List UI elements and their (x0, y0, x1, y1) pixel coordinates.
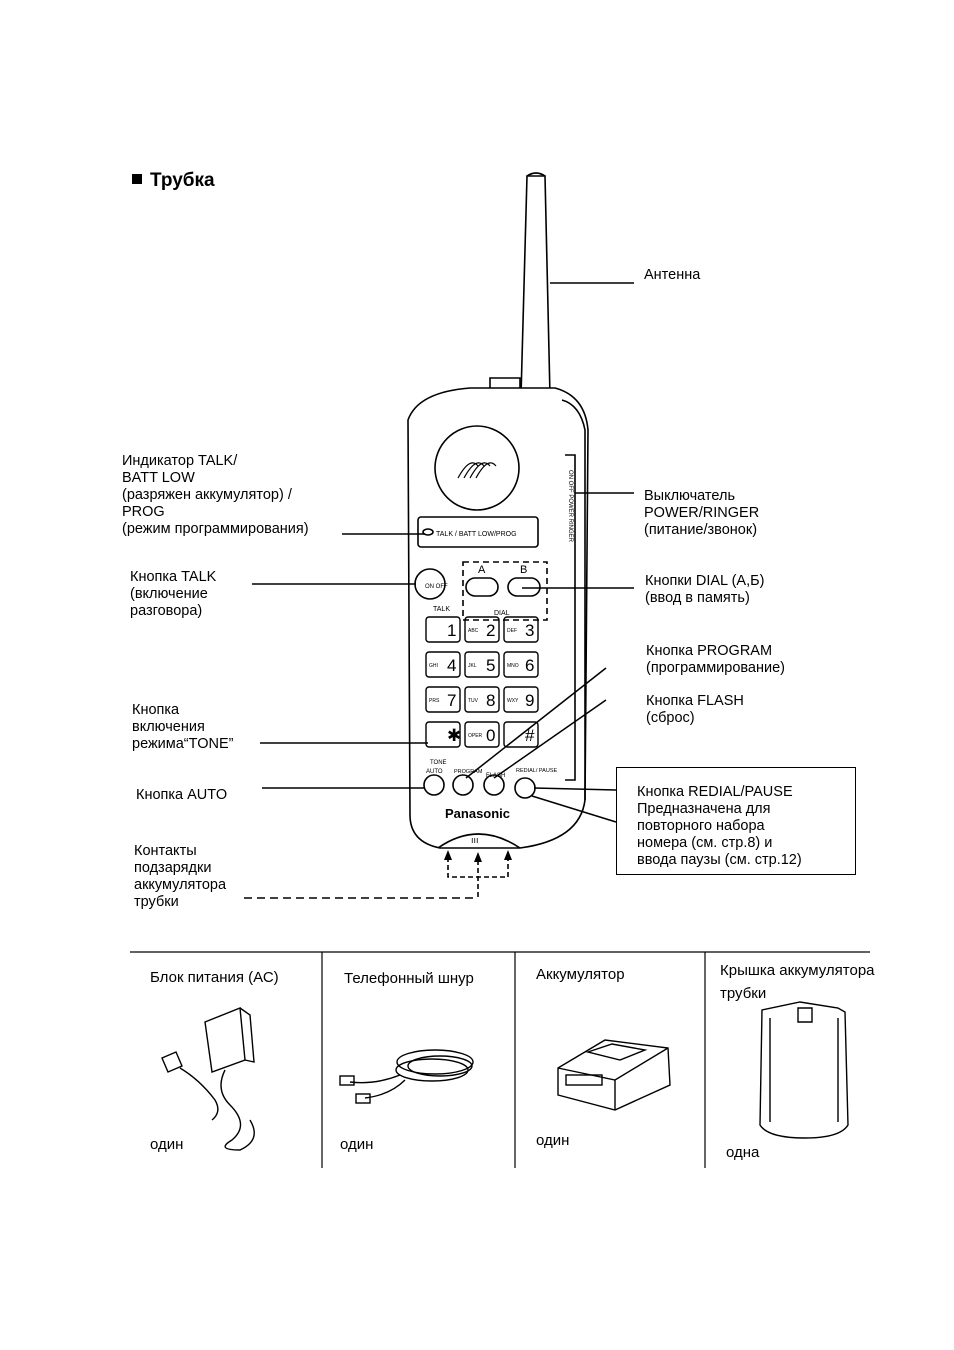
program-button-label: Кнопка PROGRAM (программирование) (646, 643, 785, 676)
flash-caption: FLASH (486, 773, 505, 779)
accessory-qty-cord: один (340, 1136, 374, 1153)
keypad-letters: DEF (507, 628, 517, 634)
redial-box: Кнопка REDIAL/PAUSE Предназначена для по… (616, 767, 856, 875)
keypad-digit: 8 (486, 691, 495, 710)
keypad-digit: 6 (525, 656, 534, 675)
keypad-digit: 7 (447, 691, 456, 710)
accessory-qty-battery: один (536, 1132, 570, 1149)
keypad-digit: 3 (525, 621, 534, 640)
keypad-digit: 9 (525, 691, 534, 710)
keypad-letters: TUV (468, 698, 479, 704)
talk-key-text: ON OFF (425, 584, 448, 590)
earpiece-icon (434, 425, 520, 511)
accessory-name-cord: Телефонный шнур (344, 970, 474, 987)
dial-keys-box (462, 561, 548, 621)
keypad-digit: # (525, 726, 535, 745)
keypad-letters: JKL (468, 663, 477, 669)
keypad-key-1: 1 (425, 616, 461, 643)
indicator-label: Индикатор TALK/ BATT LOW (разряжен аккум… (122, 453, 309, 537)
section-title: Трубка (132, 170, 215, 192)
brand-logo: Panasonic (445, 806, 510, 821)
keypad-key-5: 5 JKL (464, 651, 500, 678)
keypad-digit: 4 (447, 656, 456, 675)
keypad-digit: 5 (486, 656, 495, 675)
dial-buttons-label: Кнопки DIAL (А,Б) (ввод в память) (645, 573, 765, 606)
accessory-qty-cover: одна (726, 1144, 760, 1161)
keypad-key-8: 8 TUV (464, 686, 500, 713)
keypad-digit: 1 (447, 621, 456, 640)
keypad-key-7: 7 PRS (425, 686, 461, 713)
flash-button-label: Кнопка FLASH (сброс) (646, 693, 744, 726)
accessory-qty-ac: один (150, 1136, 184, 1153)
keypad-digit: 0 (486, 726, 495, 745)
dial-b-label: B (520, 564, 527, 576)
keypad-letters: MNO (507, 663, 519, 669)
auto-button-label: Кнопка AUTO (136, 787, 228, 803)
dial-a-label: A (478, 564, 486, 576)
keypad-letters: WXY (507, 698, 519, 704)
keypad-letters: PRS (429, 698, 440, 704)
antenna-label: Антенна (644, 267, 701, 283)
accessory-name-cover: Крышка аккумулятора трубки (720, 962, 875, 1002)
svg-text:ııı: ııı (471, 835, 479, 845)
tone-button-label: Кнопка включения режима“TONE” (132, 702, 234, 752)
indicator-text: TALK / BATT LOW/PROG (436, 531, 517, 538)
accessory-name-ac: Блок питания (АС) (150, 969, 279, 986)
keypad-key-4: 4 GHI (425, 651, 461, 678)
accessory-name-battery: Аккумулятор (536, 966, 625, 983)
keypad-key-6: 6 MNO (503, 651, 539, 678)
ac-adapter-icon (161, 1007, 255, 1151)
keypad-letters: OPER (468, 733, 483, 739)
redial-box-text: Кнопка REDIAL/PAUSE Предназначена для по… (637, 784, 802, 868)
keypad-letters: GHI (429, 663, 438, 669)
keypad-digit: ✱ (447, 726, 461, 745)
program-caption: PROGRAM (454, 769, 483, 775)
bullet-square-icon (132, 174, 142, 184)
battery-cover-icon (759, 1001, 849, 1139)
talk-caption: TALK (433, 606, 450, 613)
keypad-letters: ABC (468, 628, 479, 634)
keypad-key-10: ✱ (425, 721, 461, 748)
keypad-key-3: 3 DEF (503, 616, 539, 643)
keypad-key-12: # (503, 721, 539, 748)
phone-cord-icon (339, 1049, 474, 1104)
tone-caption: TONE (430, 760, 447, 766)
keypad-digit: 2 (486, 621, 495, 640)
side-text: ON OFF POWER RINGER (567, 470, 573, 543)
keypad-key-9: 9 WXY (503, 686, 539, 713)
power-switch-label: Выключатель POWER/RINGER (питание/звонок… (644, 488, 760, 538)
talk-button-label: Кнопка TALK (включение разговора) (130, 569, 217, 619)
redial-caption: REDIAL/ PAUSE (516, 768, 557, 774)
contacts-label: Контакты подзарядки аккумулятора трубки (134, 843, 227, 910)
antenna-icon (520, 175, 551, 397)
auto-caption: AUTO (426, 769, 443, 775)
battery-pack-icon (557, 1039, 671, 1111)
keypad-key-2: 2 ABC (464, 616, 500, 643)
dial-caption: DIAL (494, 610, 510, 617)
